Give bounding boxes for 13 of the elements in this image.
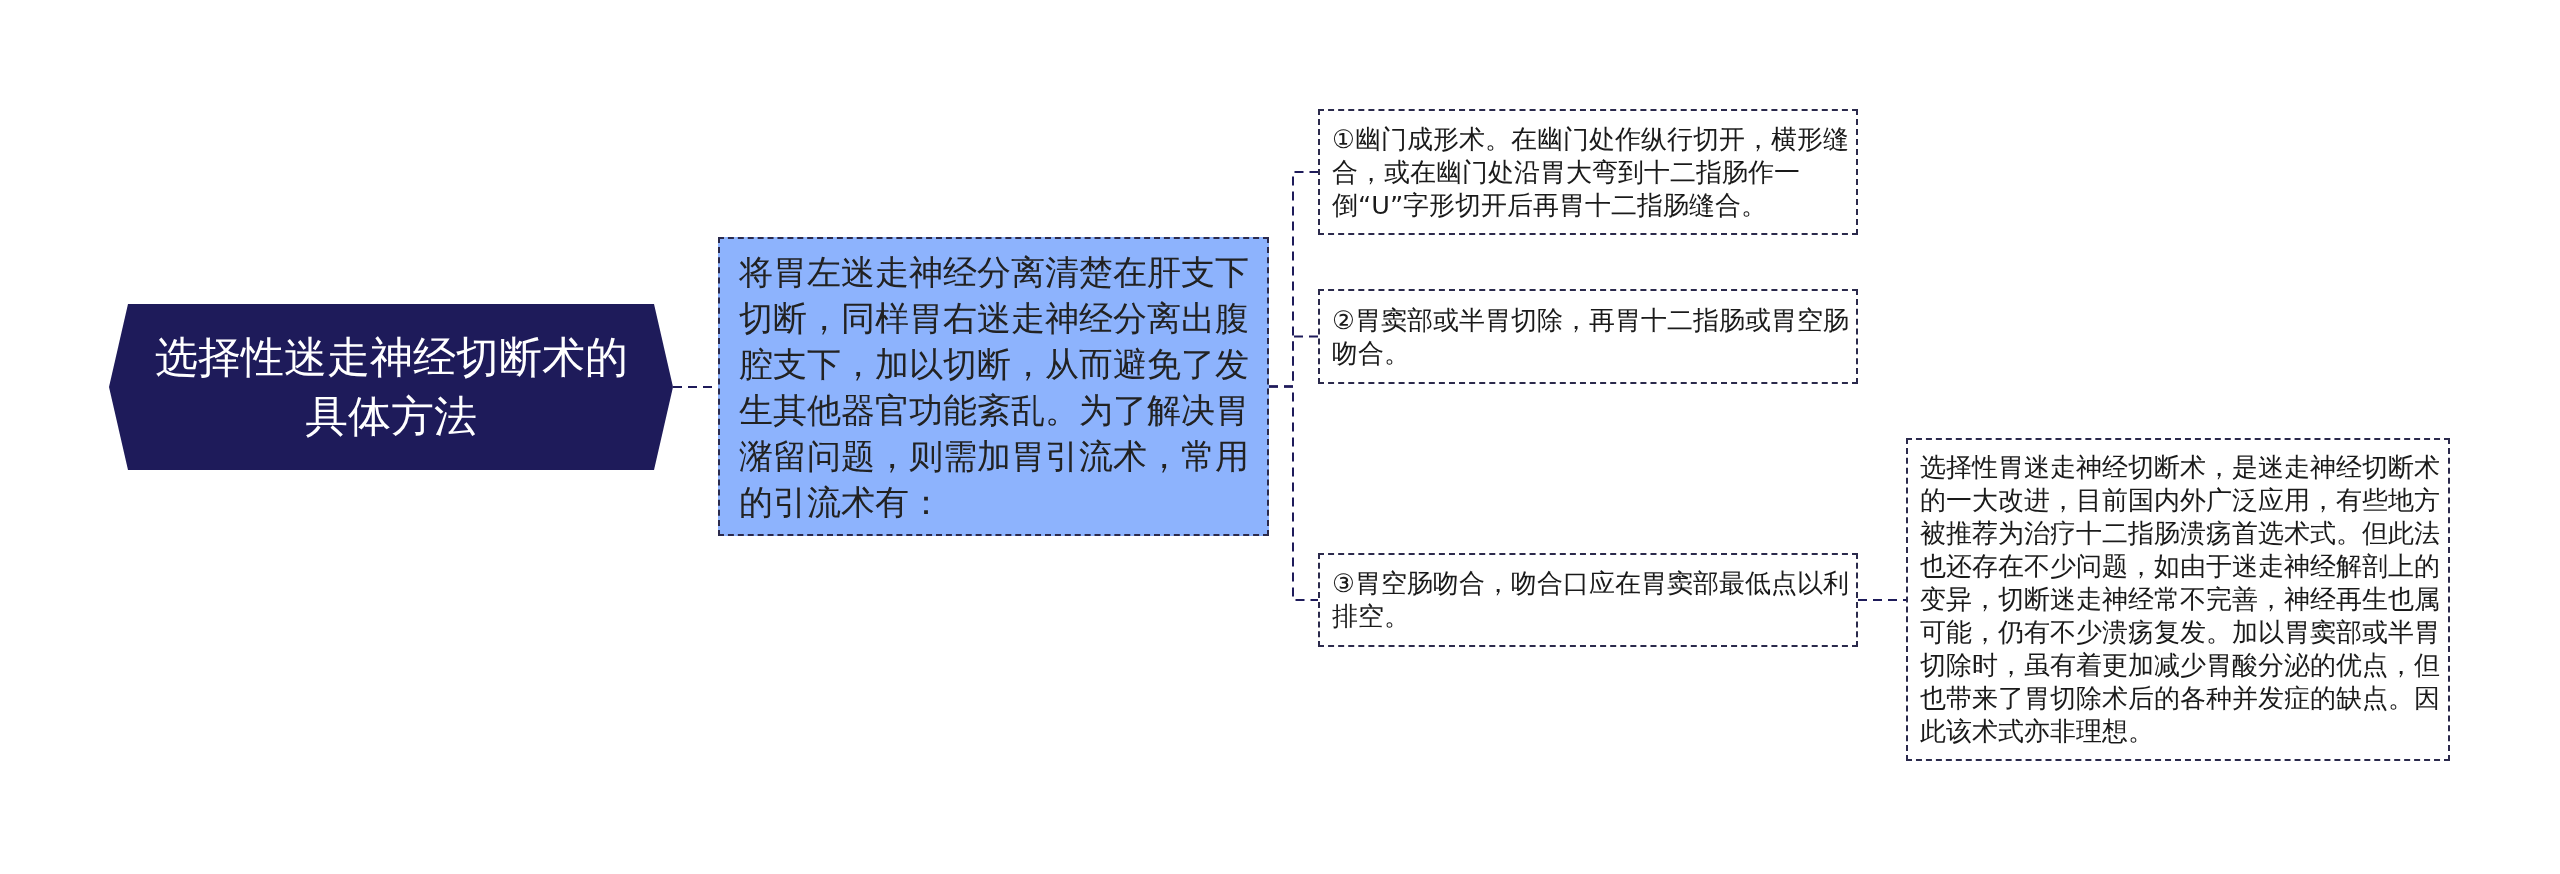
note-text: 选择性胃迷走神经切断术，是迷走神经切断术的一大改进，目前国内外广泛应用，有些地方被推荐为治疗十二指肠溃疡首选术式。但此法也还存在不少问题，如由于迷走神经解剖上的变异，切断迷走神经常不完善，神经再生也属可能，仍有不少溃疡复发。加以胃窦部或半胃切除时，虽有着更加减少胃酸分泌的优点，但也带来了胃切除术后的各种并发症的缺点。因此该术式亦非理想。 [1920,451,2441,748]
note-box [1318,289,1858,384]
subtopic-box [718,237,1269,536]
subtopic-text: 将胃左迷走神经分离清楚在肝支下切断，同样胃右迷走神经分离出腹腔支下，加以切断，从而避免了发生其他器官功能紊乱。为了解决胃潴留问题，则需加胃引流术，常用的引流术有： [739,250,1250,524]
note-box [1318,553,1858,647]
topic-hexagon [109,304,673,470]
note-text: ①幽门成形术。在幽门处作纵行切开，横形缝合，或在幽门处沿胃大弯到十二指肠作一倒“U”字形切开后再胃十二指肠缝合。 [1332,122,1850,222]
note-text: ③胃空肠吻合，吻合口应在胃窦部最低点以利排空。 [1332,567,1850,633]
topic-text: 选择性迷走神经切断术的具体方法 [153,331,629,443]
note-box [1318,109,1858,235]
note-text: ②胃窦部或半胃切除，再胃十二指肠或胃空肠吻合。 [1332,303,1850,370]
connector [1268,385,1319,601]
connector [1857,599,1907,601]
